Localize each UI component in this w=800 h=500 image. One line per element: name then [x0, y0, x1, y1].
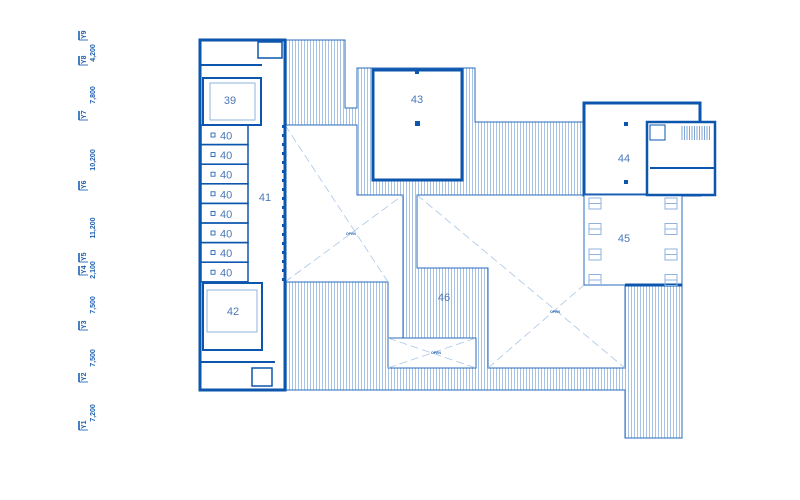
dimension-label: 4,200 [90, 44, 97, 62]
room-label-44: 44 [618, 153, 630, 165]
dimension-label: 7,200 [90, 404, 97, 422]
room-label-42: 42 [227, 306, 239, 318]
room-label-40: 40 [220, 150, 232, 162]
dimension-label: 10,200 [90, 149, 97, 171]
axis-label: Y1 [81, 420, 88, 429]
elevator [257, 41, 283, 59]
room-45 [583, 194, 683, 286]
axis-label: Y6 [81, 180, 88, 189]
dimension-label: 7,800 [90, 86, 97, 104]
room-label-40: 40 [220, 209, 232, 221]
dimension-label: 11,200 [90, 217, 97, 238]
room-label-39: 39 [224, 95, 236, 107]
service-core [645, 120, 717, 197]
room-42 [202, 282, 263, 351]
elevator [251, 367, 273, 387]
dimension-label: 2,100 [90, 261, 97, 279]
room-label-43: 43 [411, 94, 423, 106]
axis-label: Y8 [81, 55, 88, 64]
axis-label: Y3 [81, 320, 88, 329]
open-label: OPEN [550, 310, 560, 314]
room-label-41: 41 [259, 192, 271, 204]
tables [588, 197, 678, 286]
axis-label: Y9 [81, 30, 88, 39]
room-label-40: 40 [220, 248, 232, 260]
room-label-40: 40 [220, 189, 232, 201]
axis-label: Y4 [81, 265, 88, 274]
dimension-label: 7,500 [90, 296, 97, 314]
room-label-40: 40 [220, 229, 232, 241]
room-label-46: 46 [438, 292, 450, 304]
room-label-45: 45 [618, 233, 630, 245]
room-label-40: 40 [220, 131, 232, 143]
open-label: OPEN [346, 232, 356, 236]
room-40 [200, 261, 249, 283]
room-label-40: 40 [220, 268, 232, 280]
room-40-group: 40 40 40 40 40 40 40 40 [200, 124, 249, 283]
open-void-lines [284, 124, 626, 369]
axis-label: Y5 [81, 252, 88, 261]
open-label: OPEN [431, 351, 441, 355]
axis-label: Y2 [81, 372, 88, 381]
axis-label: Y7 [81, 110, 88, 119]
dimension-label: 7,500 [90, 349, 97, 367]
stair-icon [681, 126, 710, 140]
room-label-40: 40 [220, 170, 232, 182]
